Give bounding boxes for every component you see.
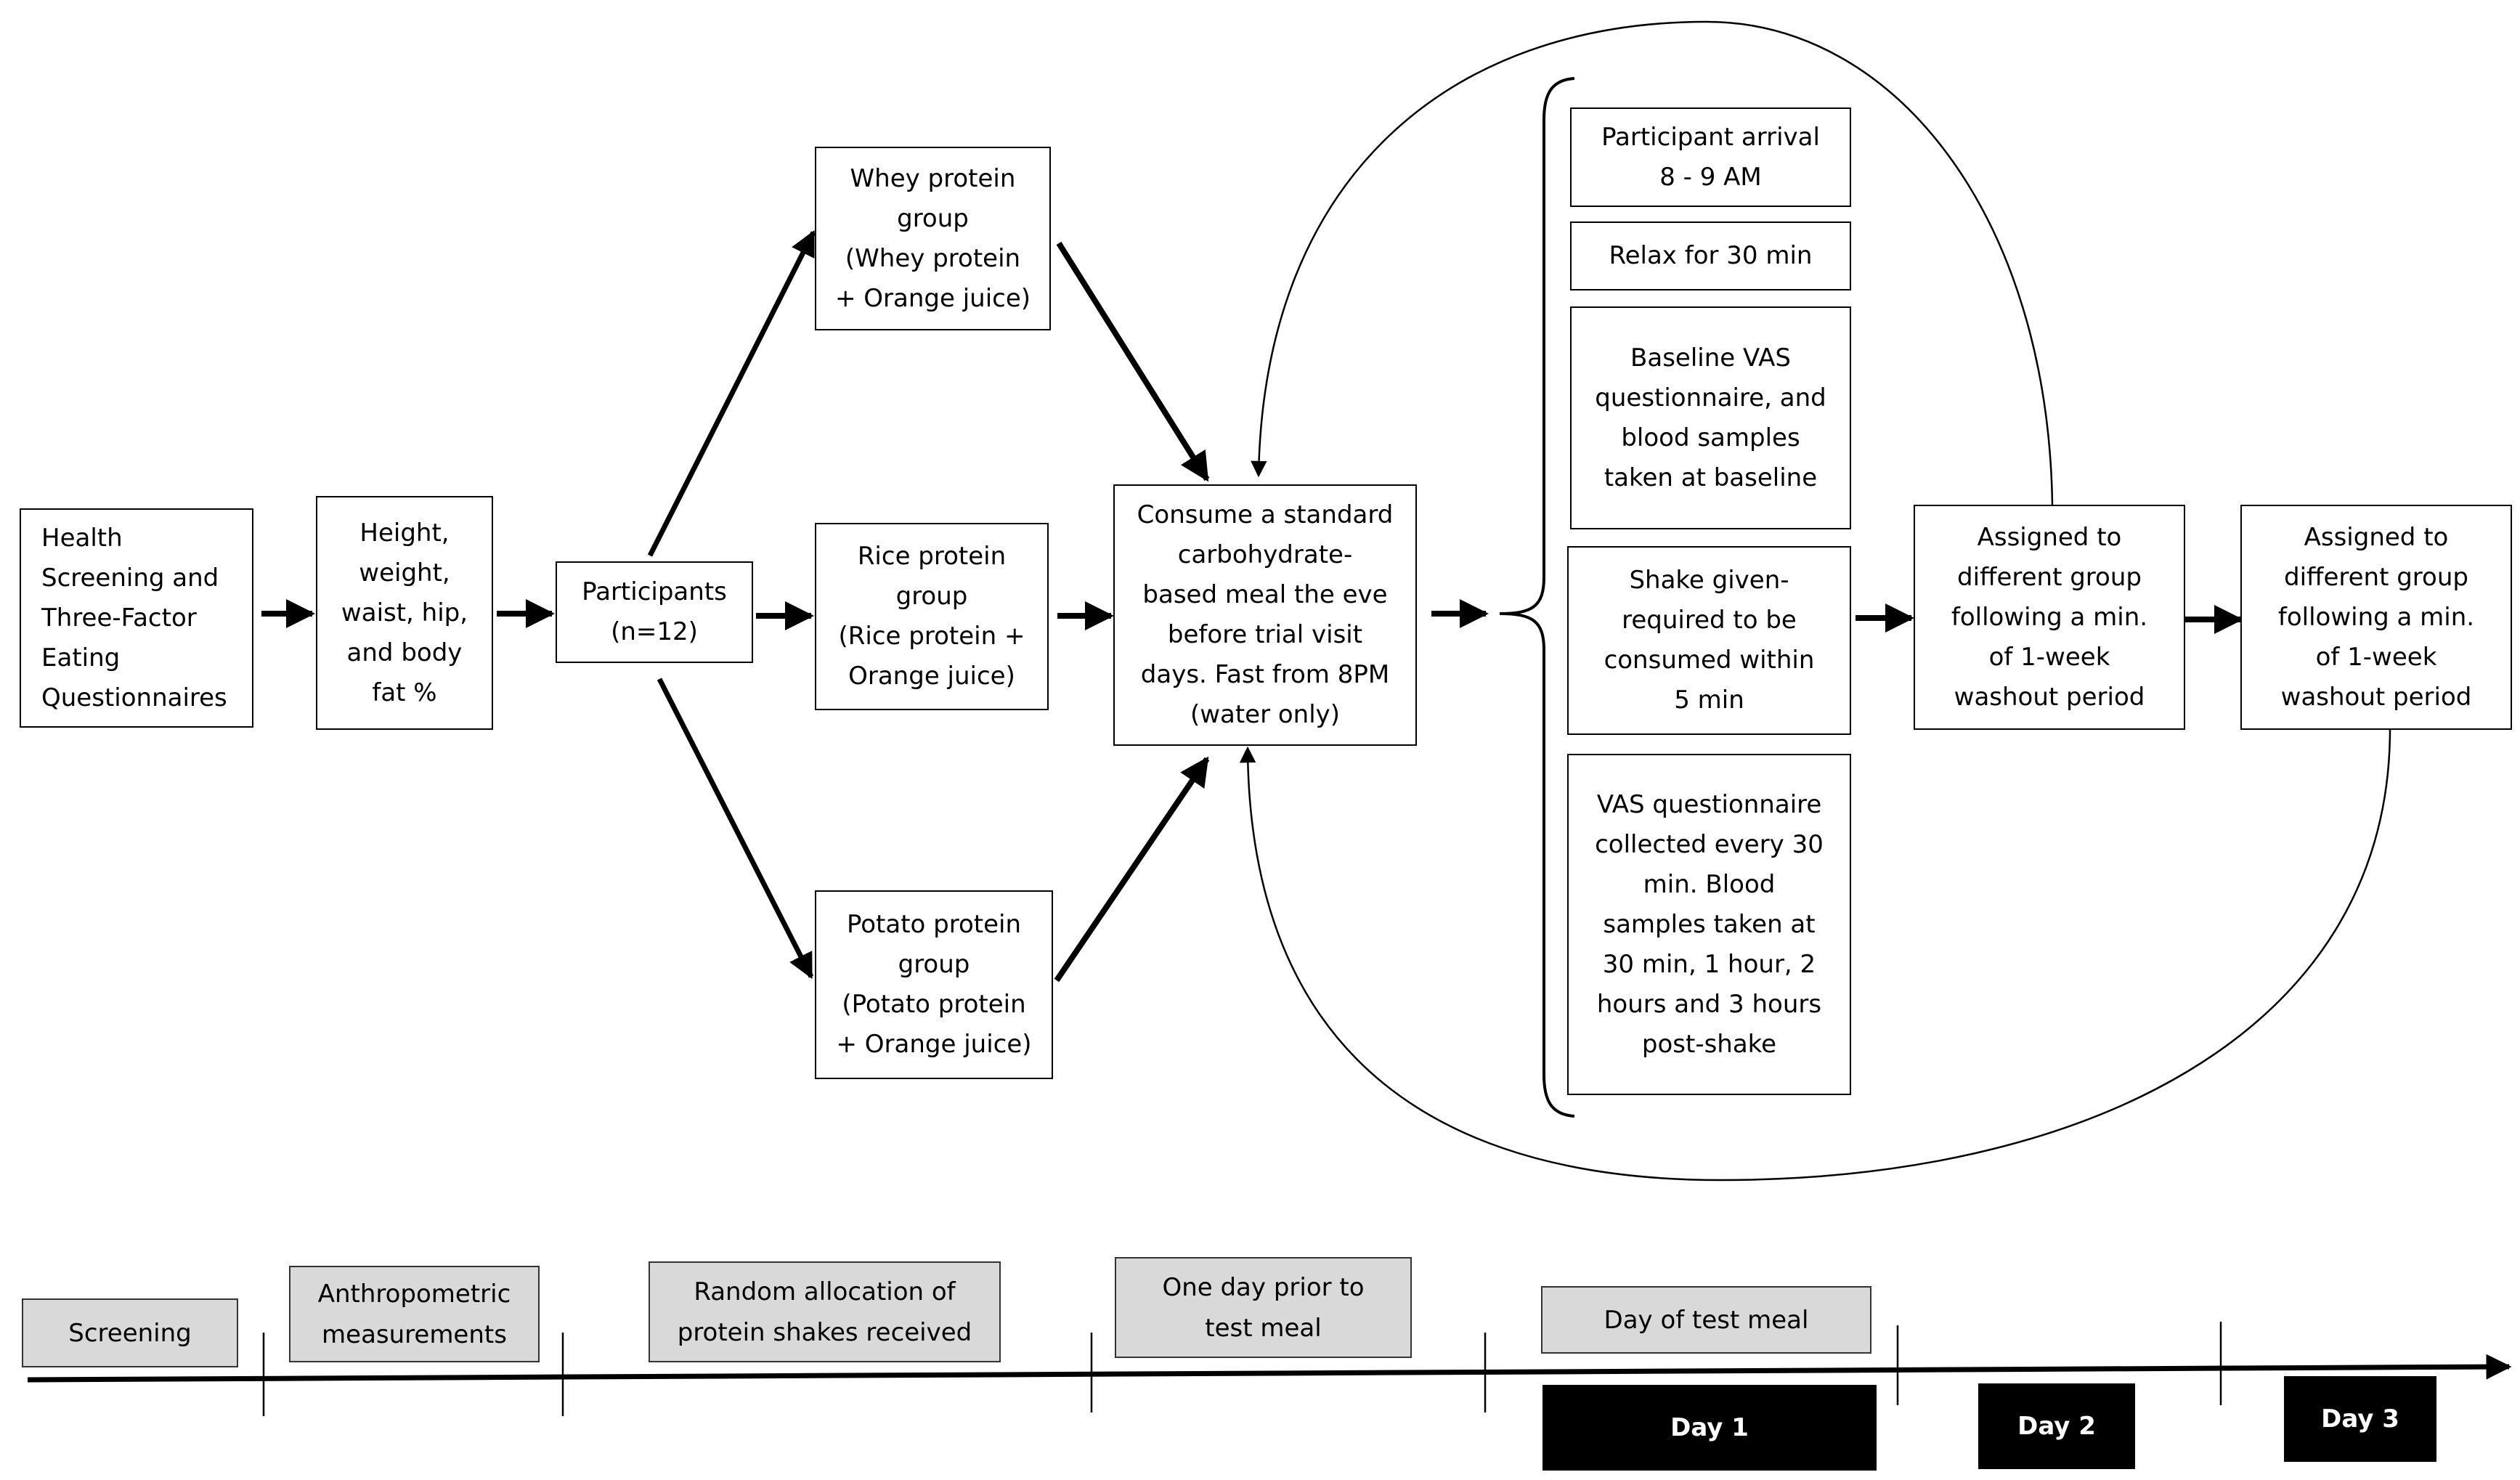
washout-box-1: Assigned to different group following a …	[1914, 505, 2185, 730]
washout-box-2: Assigned to different group following a …	[2240, 505, 2512, 730]
arrow-whey-to-meal	[1056, 241, 1210, 482]
participant-arrival-box: Participant arrival 8 - 9 AM	[1570, 107, 1851, 207]
potato-protein-group-box: Potato protein group (Potato protein + O…	[815, 890, 1053, 1079]
health-screening-box: Health Screening and Three-Factor Eating…	[20, 508, 253, 728]
timeline-axis	[27, 1354, 2512, 1383]
arrow-participants-to-potato	[657, 678, 814, 980]
timeline-test-meal-day: Day of test meal	[1541, 1286, 1871, 1354]
whey-protein-group-box: Whey protein group (Whey protein + Orang…	[815, 147, 1051, 330]
day-2-label: Day 2	[1978, 1383, 2135, 1469]
arrow-participants-to-whey	[647, 229, 816, 557]
relax-box: Relax for 30 min	[1570, 221, 1851, 290]
day-3-label: Day 3	[2284, 1376, 2436, 1462]
timeline-anthropometric: Anthropometric measurements	[289, 1266, 540, 1362]
curly-brace	[1499, 77, 1575, 1118]
anthropometrics-box: Height, weight, waist, hip, and body fat…	[316, 496, 493, 730]
standard-meal-box: Consume a standard carbohydrate- based m…	[1113, 484, 1417, 746]
day-1-label: Day 1	[1543, 1385, 1877, 1471]
baseline-vas-box: Baseline VAS questionnaire, and blood sa…	[1570, 306, 1851, 529]
participants-box: Participants (n=12)	[556, 561, 753, 663]
shake-given-box: Shake given- required to be consumed wit…	[1567, 546, 1851, 735]
loop-arrow-washout-2-to-meal	[1239, 729, 2391, 1182]
timeline-random-allocation: Random allocation of protein shakes rece…	[649, 1261, 1001, 1362]
rice-protein-group-box: Rice protein group (Rice protein + Orang…	[815, 523, 1049, 710]
loop-arrow-washout-1-to-meal	[1251, 20, 2054, 505]
timeline-one-day-prior: One day prior to test meal	[1115, 1257, 1412, 1358]
timeline-screening: Screening	[22, 1298, 238, 1367]
vas-collection-box: VAS questionnaire collected every 30 min…	[1567, 754, 1851, 1095]
arrow-potato-to-meal	[1054, 756, 1210, 983]
